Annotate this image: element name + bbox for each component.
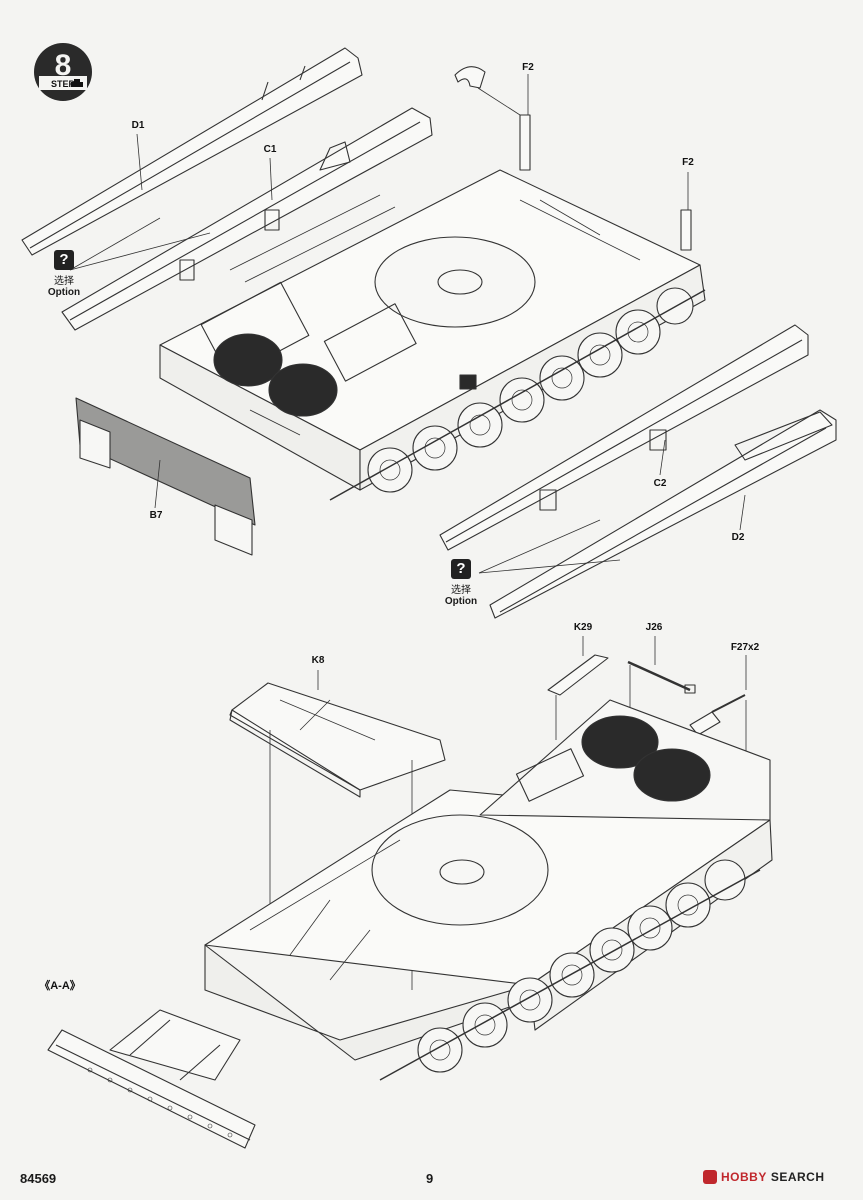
section-a-a-dozer-blade — [47, 1009, 256, 1149]
part-c2-skirt — [439, 324, 809, 551]
label-j26: J26 — [645, 622, 663, 633]
hobbysearch-logo-icon — [703, 1170, 717, 1184]
part-d2-skirt — [489, 409, 837, 619]
option-label-cn: 选择 — [54, 276, 74, 287]
part-b7-panel — [75, 397, 256, 556]
option-callout-left: ? 选择 Option — [34, 250, 94, 298]
part-f2-pin — [680, 172, 692, 251]
option-label-en: Option — [444, 596, 478, 607]
kit-code: 84569 — [20, 1171, 57, 1186]
label-d1: D1 — [131, 120, 145, 131]
label-f2-right: F2 — [682, 157, 694, 168]
label-c1: C1 — [263, 144, 277, 155]
label-section-a-a: 《A-A》 — [39, 980, 81, 992]
part-j26 — [627, 636, 696, 720]
watermark-brand: HOBBY — [721, 1170, 767, 1184]
step-word: STEP — [51, 79, 75, 89]
part-f2-hook — [454, 66, 531, 171]
part-d1-skirt — [21, 47, 363, 256]
tank-icon — [71, 79, 83, 87]
label-b7: B7 — [149, 510, 163, 521]
label-f27x2: F27x2 — [730, 642, 760, 653]
option-label-cn: 选择 — [451, 585, 471, 596]
page-number: 9 — [426, 1171, 434, 1186]
part-k29 — [547, 636, 609, 740]
label-f2-top: F2 — [522, 62, 534, 73]
label-k8: K8 — [311, 655, 325, 666]
tank-hull-lower — [204, 699, 773, 1081]
step-badge: 8 STEP — [33, 42, 93, 102]
part-k8-plate — [229, 670, 446, 798]
watermark-suffix: SEARCH — [770, 1170, 825, 1184]
label-d2: D2 — [731, 532, 745, 543]
label-c2: C2 — [653, 478, 667, 489]
question-mark-icon: ? — [451, 559, 471, 579]
step-number: 8 — [55, 49, 72, 82]
part-c1-skirt — [61, 107, 433, 331]
question-mark-icon: ? — [54, 250, 74, 270]
tank-hull-upper — [159, 169, 706, 501]
option-label-en: Option — [47, 287, 81, 298]
watermark: HOBBY SEARCH — [703, 1170, 825, 1184]
option-callout-right: ? 选择 Option — [431, 559, 491, 607]
label-k29: K29 — [573, 622, 593, 633]
